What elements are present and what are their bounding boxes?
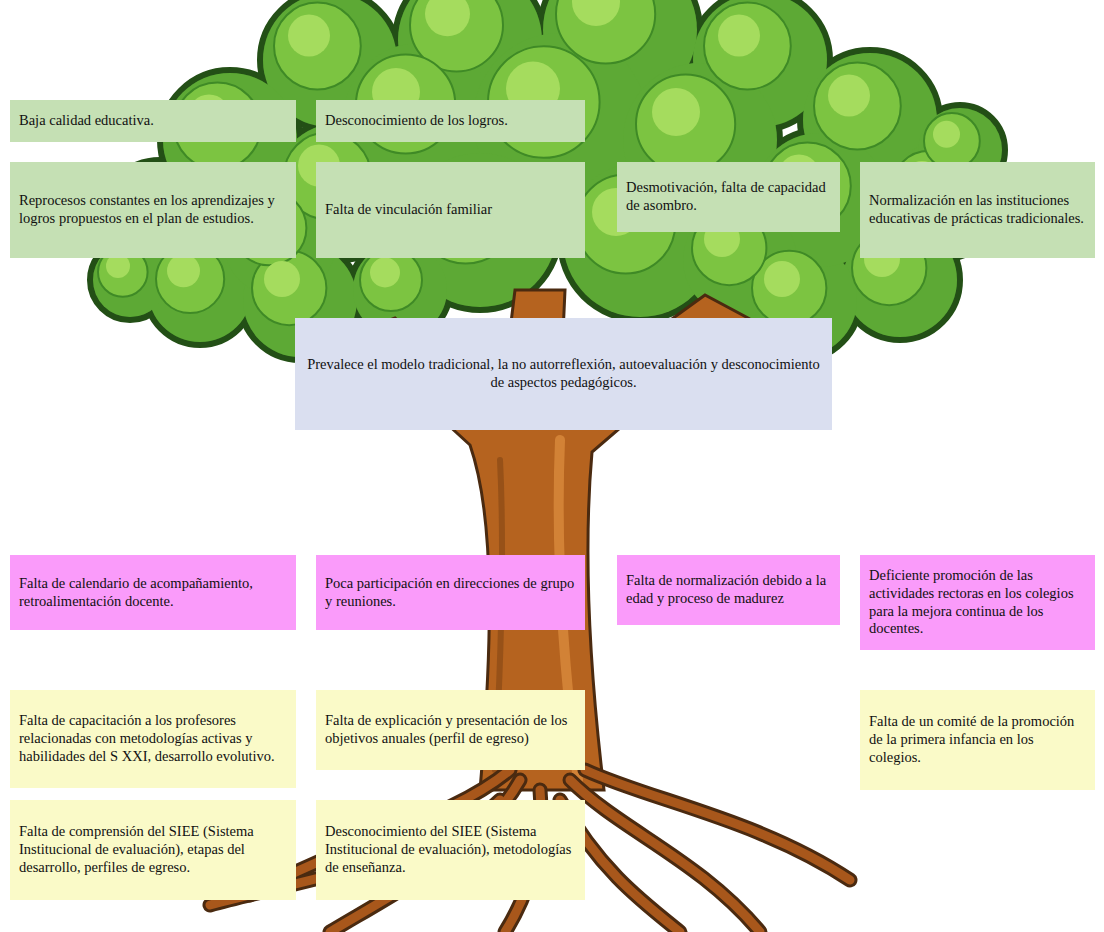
leaf-highlight bbox=[167, 254, 200, 287]
leaf-highlight bbox=[425, 0, 470, 36]
leaf-clump bbox=[274, 3, 361, 90]
cause-box: Falta de capacitación a los profesores r… bbox=[10, 690, 296, 788]
effect-box: Reprocesos constantes en los aprendizaje… bbox=[10, 162, 296, 258]
box-text: Falta de normalización debido a la edad … bbox=[626, 572, 831, 607]
root bbox=[585, 770, 850, 880]
box-text: Deficiente promoción de las actividades … bbox=[869, 567, 1086, 638]
leaf-clump bbox=[360, 249, 422, 311]
leaf-highlight bbox=[933, 121, 960, 148]
box-text: Falta de capacitación a los profesores r… bbox=[19, 712, 287, 765]
box-text: Falta de un comité de la promoción de la… bbox=[869, 713, 1086, 766]
cause-box: Falta de calendario de acompañamiento, r… bbox=[10, 555, 296, 630]
leaf-highlight bbox=[370, 258, 400, 288]
cause-box: Deficiente promoción de las actividades … bbox=[860, 555, 1095, 650]
box-text: Desconocimiento del SIEE (Sistema Instit… bbox=[325, 823, 576, 876]
box-text: Desmotivación, falta de capacidad de aso… bbox=[626, 179, 831, 214]
box-text: Baja calidad educativa. bbox=[19, 112, 287, 130]
leaf-highlight bbox=[828, 75, 870, 117]
box-text: Normalización en las instituciones educa… bbox=[869, 192, 1086, 227]
effect-box: Desmotivación, falta de capacidad de aso… bbox=[617, 162, 840, 232]
leaf-highlight bbox=[652, 88, 700, 136]
leaf-highlight bbox=[764, 261, 800, 297]
cause-box: Poca participación en direcciones de gru… bbox=[316, 555, 585, 630]
cause-box: Desconocimiento del SIEE (Sistema Instit… bbox=[316, 800, 585, 900]
box-text: Falta de calendario de acompañamiento, r… bbox=[19, 575, 287, 610]
leaf-highlight bbox=[264, 261, 300, 297]
effect-box: Baja calidad educativa. bbox=[10, 100, 296, 142]
box-text: Falta de explicación y presentación de l… bbox=[325, 712, 576, 747]
cause-box: Falta de explicación y presentación de l… bbox=[316, 690, 585, 770]
cause-box: Falta de comprensión del SIEE (Sistema I… bbox=[10, 800, 296, 900]
leaf-clump bbox=[636, 74, 735, 173]
central-problem-box: Prevalece el modelo tradicional, la no a… bbox=[295, 318, 832, 430]
box-text: Falta de vinculación familiar bbox=[325, 201, 576, 219]
box-text: Falta de comprensión del SIEE (Sistema I… bbox=[19, 823, 287, 876]
leaf-clump bbox=[814, 63, 901, 150]
cause-box: Falta de normalización debido a la edad … bbox=[617, 555, 840, 625]
leaf-highlight bbox=[572, 0, 620, 26]
cause-box: Falta de un comité de la promoción de la… bbox=[860, 690, 1095, 790]
leaf-clump bbox=[704, 3, 791, 90]
box-text: Reprocesos constantes en los aprendizaje… bbox=[19, 192, 287, 227]
box-text: Prevalece el modelo tradicional, la no a… bbox=[304, 356, 823, 391]
box-text: Poca participación en direcciones de gru… bbox=[325, 575, 576, 610]
leaf-highlight bbox=[718, 15, 760, 57]
leaf-highlight bbox=[288, 15, 330, 57]
effect-box: Desconocimiento de los logros. bbox=[316, 100, 585, 142]
leaf-clump bbox=[924, 113, 980, 169]
box-text: Desconocimiento de los logros. bbox=[325, 112, 576, 130]
tree-roots bbox=[210, 770, 850, 932]
effect-box: Normalización en las instituciones educa… bbox=[860, 162, 1095, 258]
effect-box: Falta de vinculación familiar bbox=[316, 162, 585, 258]
